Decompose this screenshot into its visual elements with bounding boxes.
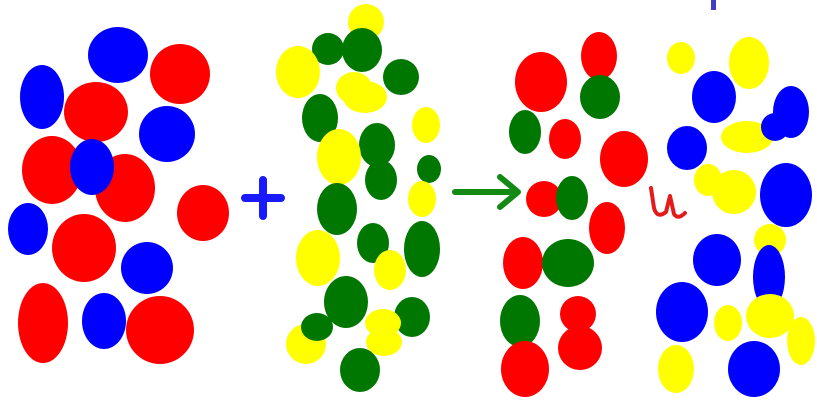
reactant-2-green-yellow-mixture (276, 4, 441, 392)
yellow-particle (276, 46, 320, 98)
green-particle (394, 297, 430, 337)
blue-particle (760, 163, 812, 227)
blue-particle (139, 106, 195, 162)
blue-particle (88, 27, 148, 83)
red-particle (581, 32, 617, 80)
yellow-particle (729, 37, 769, 89)
handwritten-u-mark (651, 188, 685, 217)
green-particle (500, 295, 540, 347)
yellow-particle (714, 305, 742, 341)
green-particle (404, 221, 440, 277)
top-edge-bar (711, 0, 716, 10)
reaction-arrow-icon (455, 177, 518, 207)
blue-particle (8, 203, 48, 255)
blue-particle (82, 293, 126, 349)
red-particle (52, 214, 116, 282)
yellow-particle (374, 250, 406, 290)
green-particle (301, 313, 333, 341)
yellow-particle (343, 81, 387, 113)
red-particle (126, 296, 194, 364)
blue-particle (70, 139, 114, 195)
plus-sign (245, 180, 281, 216)
yellow-particle (667, 42, 695, 74)
green-particle (580, 75, 620, 119)
red-particle (501, 341, 549, 397)
green-particle (365, 160, 397, 200)
green-particle (542, 239, 594, 287)
red-particle (549, 119, 581, 159)
red-particle (18, 283, 68, 363)
green-particle (359, 123, 395, 167)
yellow-particle (746, 294, 794, 338)
yellow-particle (366, 328, 402, 356)
blue-particle (656, 282, 708, 342)
green-particle (340, 348, 380, 392)
green-particle (317, 183, 357, 235)
yellow-particle (408, 181, 436, 217)
blue-particle (667, 126, 707, 170)
red-particle (515, 52, 567, 112)
red-particle (589, 202, 625, 254)
red-particle (150, 44, 210, 104)
product-1-red-green-mixture (500, 32, 648, 397)
red-particle (600, 131, 648, 187)
blue-particle (692, 71, 736, 123)
green-particle (342, 28, 382, 72)
reactant-1-red-blue-mixture (8, 27, 229, 364)
green-particle (383, 59, 419, 95)
green-particle (556, 176, 588, 220)
blue-particle (121, 242, 173, 294)
yellow-particle (317, 129, 361, 185)
blue-particle (761, 113, 789, 141)
blue-particle (728, 341, 780, 397)
red-particle (558, 326, 602, 370)
red-particle (64, 82, 128, 142)
yellow-particle (296, 230, 340, 286)
blue-particle (693, 234, 741, 286)
yellow-particle (412, 107, 440, 143)
blue-particle (20, 65, 64, 129)
yellow-particle (712, 170, 756, 214)
red-particle (503, 237, 543, 289)
yellow-particle (787, 317, 815, 365)
yellow-particle (658, 345, 694, 393)
red-particle (177, 185, 229, 241)
green-particle (417, 155, 441, 183)
green-particle (509, 110, 541, 154)
